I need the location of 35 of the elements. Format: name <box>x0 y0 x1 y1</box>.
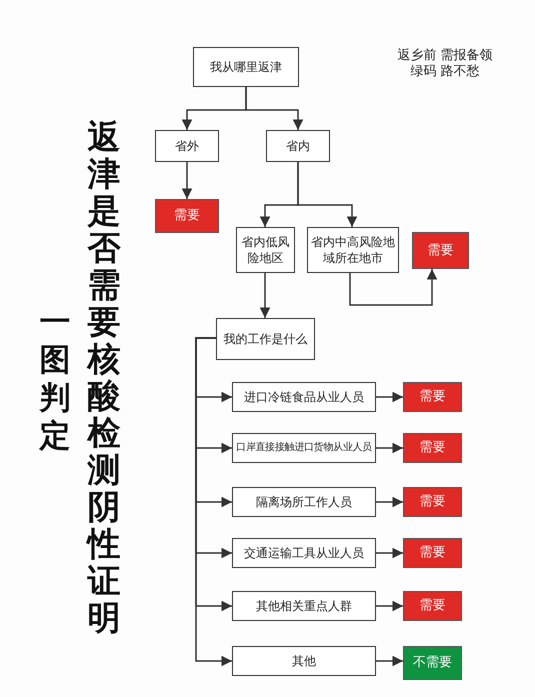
arrow <box>182 162 192 199</box>
arrow <box>376 656 403 666</box>
result-box: 不需要 <box>403 646 462 680</box>
result-box: 需要 <box>403 382 462 412</box>
result-box: 需要 <box>403 591 462 621</box>
arrow <box>349 269 438 306</box>
arrow <box>195 337 232 666</box>
arrow <box>260 273 270 318</box>
option-box: 省内 <box>266 130 330 162</box>
result-box: 需要 <box>403 433 462 463</box>
option-box: 其他相关重点人群 <box>232 591 376 621</box>
arrow <box>376 442 403 454</box>
question-box: 我的工作是什么 <box>216 318 315 360</box>
arrow <box>297 162 358 227</box>
arrow <box>376 496 403 508</box>
result-box: 需要 <box>412 232 469 269</box>
arrow <box>376 600 403 612</box>
option-box: 省内低风险地区 <box>236 227 295 273</box>
result-box: 需要 <box>403 538 462 568</box>
option-box: 口岸直接接触进口货物从业人员 <box>232 433 376 463</box>
result-box: 需要 <box>155 199 219 233</box>
arrow <box>376 548 403 558</box>
option-box: 省内中高风险地域所在地市 <box>307 227 399 273</box>
title: 返津是否需要核酸检测阴性证明 <box>86 118 122 636</box>
option-box: 隔离场所工作人员 <box>232 487 376 517</box>
subtitle: 一图判定 <box>38 303 72 455</box>
note-text: 返乡前 需报备领绿码 路不愁 <box>396 48 494 80</box>
option-box: 交通运输工具从业人员 <box>232 538 376 568</box>
option-box: 进口冷链食品从业人员 <box>232 382 376 412</box>
question-box: 我从哪里返津 <box>193 47 299 87</box>
result-box: 需要 <box>403 487 462 517</box>
option-box: 省外 <box>155 130 219 162</box>
option-box: 其他 <box>232 646 376 676</box>
arrow <box>245 87 304 130</box>
arrow <box>376 392 403 402</box>
